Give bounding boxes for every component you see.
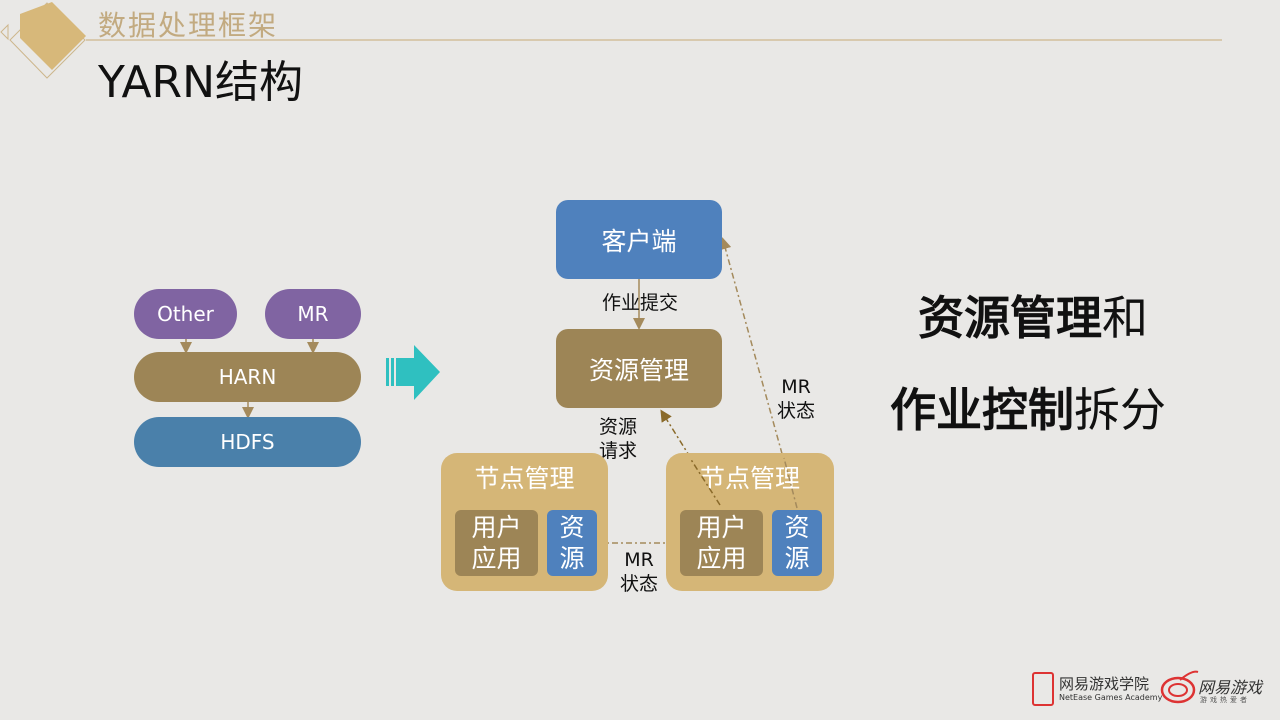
label-line: 资 <box>784 513 810 542</box>
summary-line-2: 作业控制拆分 <box>890 374 1166 440</box>
academy-name-en: NetEase Games Academy <box>1059 693 1163 702</box>
node-manager-left: 节点管理 用户应用 资源 <box>441 453 608 591</box>
games-logo-text: 网易游戏 <box>1198 678 1263 697</box>
label-line: 源 <box>784 544 810 573</box>
mr-node: MR <box>265 289 361 339</box>
summary-bold: 资源管理 <box>918 291 1102 345</box>
cyan-arrow-icon <box>386 345 440 400</box>
label-line: MR <box>624 549 654 571</box>
resource-manager-node: 资源管理 <box>556 329 722 408</box>
section-subtitle: 数据处理框架 <box>98 9 279 42</box>
node-title: 节点管理 <box>699 464 800 493</box>
label-line: 请求 <box>598 440 637 462</box>
games-tagline: 游戏热爱者 <box>1200 696 1250 704</box>
resource-box: 资源 <box>772 510 822 576</box>
label-line: 状态 <box>776 400 815 422</box>
hdfs-node: HDFS <box>134 417 361 467</box>
client-node: 客户端 <box>556 200 722 279</box>
label-line: 用户 <box>471 513 522 542</box>
summary-line-1: 资源管理和 <box>918 282 1148 348</box>
label-line: 用户 <box>696 513 747 542</box>
other-node: Other <box>134 289 237 339</box>
label-line: 应用 <box>471 544 522 573</box>
user-app-box: 用户应用 <box>455 510 538 576</box>
netease-games-logo-icon <box>1160 670 1199 704</box>
resource-box: 资源 <box>547 510 597 576</box>
summary-bold: 作业控制 <box>890 383 1074 437</box>
summary-rest: 和 <box>1102 291 1148 345</box>
header-decoration <box>0 2 1222 79</box>
node-manager-right: 节点管理 用户应用 资源 <box>666 453 834 591</box>
label-line: MR <box>781 376 811 398</box>
academy-seal-icon <box>1032 672 1054 706</box>
node-title: 节点管理 <box>474 464 575 493</box>
job-submit-label: 作业提交 <box>601 292 678 314</box>
label-line: 资源 <box>598 416 637 438</box>
summary-rest: 拆分 <box>1074 383 1166 437</box>
user-app-box: 用户应用 <box>680 510 763 576</box>
label-line: 状态 <box>619 573 658 595</box>
label-line: 资 <box>559 513 585 542</box>
academy-name-cn: 网易游戏学院 <box>1059 675 1150 693</box>
label-line: 应用 <box>696 544 747 573</box>
resource-request-label: 资源请求 <box>590 415 646 463</box>
page-title: YARN结构 <box>98 57 304 108</box>
label-line: 源 <box>559 544 585 573</box>
harn-node: HARN <box>134 352 361 402</box>
